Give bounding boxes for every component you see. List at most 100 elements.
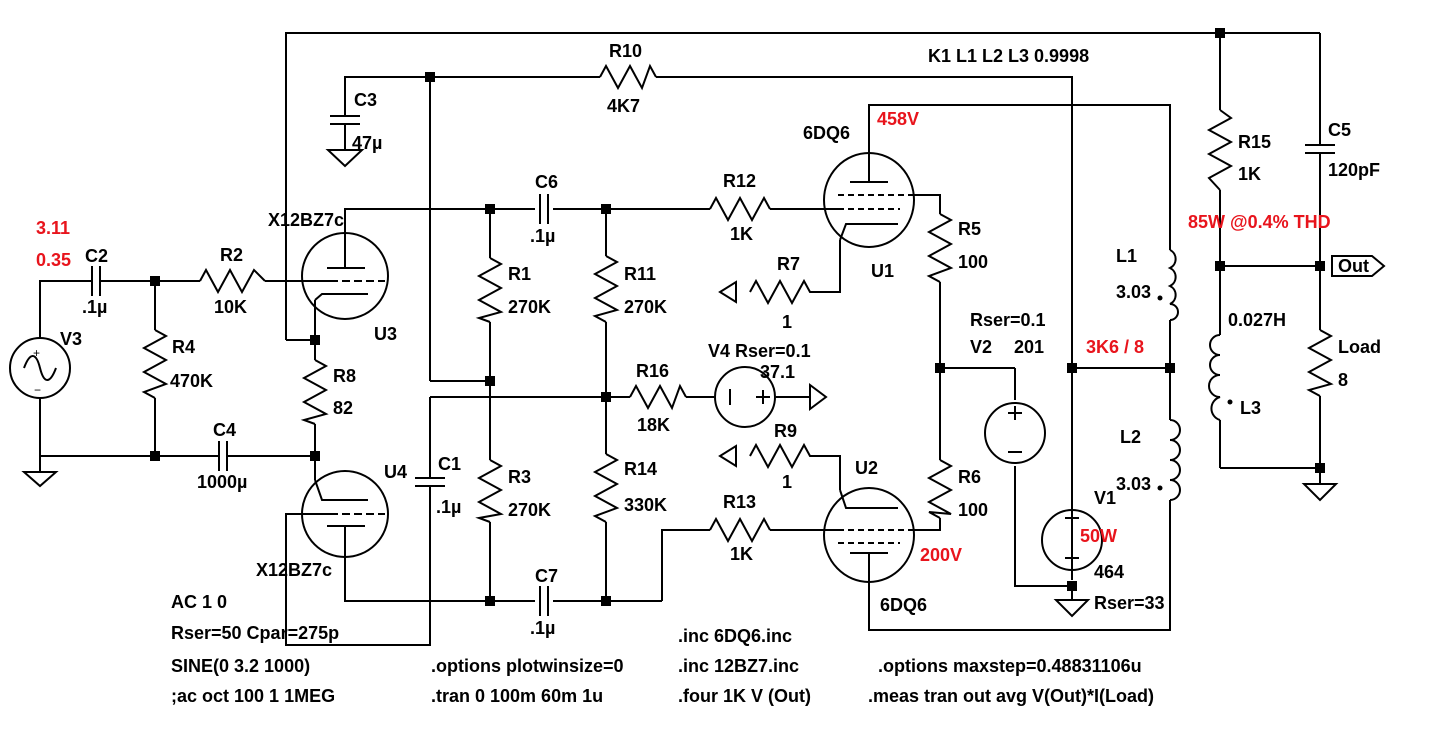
junction-dot — [1165, 363, 1175, 373]
phase-dot — [1227, 399, 1233, 405]
junction-dots — [150, 28, 1325, 606]
r13-label: R13 — [723, 492, 756, 512]
inductor-l1[interactable] — [1167, 249, 1179, 321]
phase-dot — [1157, 485, 1163, 491]
junction-dot — [150, 451, 160, 461]
directive-inc-12bz7: .inc 12BZ7.inc — [678, 656, 799, 676]
capacitor-c2[interactable] — [82, 266, 110, 296]
capacitor-c4[interactable] — [214, 441, 232, 471]
junction-dot — [485, 376, 495, 386]
resistor-r15[interactable] — [1206, 109, 1234, 191]
c5-label: C5 — [1328, 120, 1351, 140]
voltage-source-v1[interactable] — [1041, 509, 1103, 571]
c2-label: C2 — [85, 246, 108, 266]
resistor-r5[interactable] — [926, 213, 954, 283]
v2-rser: Rser=0.1 — [970, 310, 1046, 330]
directive-plotwinsize: .options plotwinsize=0 — [431, 656, 624, 676]
r12-value: 1K — [730, 224, 753, 244]
r14-value: 330K — [624, 495, 667, 515]
r4-label: R4 — [172, 337, 195, 357]
voltage-source-v2[interactable] — [984, 402, 1046, 464]
capacitor-c3[interactable] — [330, 100, 360, 150]
resistor-r2[interactable] — [199, 267, 266, 295]
v2-value: 201 — [1014, 337, 1044, 357]
phase-dot — [1157, 295, 1163, 301]
r5-label: R5 — [958, 219, 981, 239]
l3-label: L3 — [1240, 398, 1261, 418]
v1-rser: Rser=33 — [1094, 593, 1165, 613]
c6-value: .1µ — [530, 226, 555, 246]
tube-u4[interactable] — [301, 470, 389, 558]
v1-value: 464 — [1094, 562, 1124, 582]
resistor-r11[interactable] — [592, 255, 620, 323]
u3-tube-type: X12BZ7c — [268, 210, 344, 230]
r14-label: R14 — [624, 459, 657, 479]
ground-icon — [21, 471, 59, 488]
c5-value: 120pF — [1328, 160, 1380, 180]
wires — [39, 32, 1321, 646]
directive-sine: SINE(0 3.2 1000) — [171, 656, 310, 676]
capacitor-c5[interactable] — [1305, 140, 1335, 160]
u2-tube-type: 6DQ6 — [880, 595, 927, 615]
tube-u2[interactable] — [823, 487, 915, 583]
v4-label: V4 Rser=0.1 — [708, 341, 811, 361]
red-annotations: 3.11 0.35 458V 200V 50W 85W @0.4% THD 3K… — [36, 109, 1331, 565]
voltage-source-v4[interactable] — [714, 366, 776, 428]
v4-value: 37.1 — [760, 362, 795, 382]
resistor-r16[interactable] — [629, 383, 687, 411]
resistor-load[interactable] — [1306, 329, 1334, 397]
load-value: 8 — [1338, 370, 1348, 390]
tube-u3[interactable] — [301, 232, 389, 320]
sine-source-v3[interactable] — [9, 337, 71, 399]
c1-value: .1µ — [436, 497, 461, 517]
capacitor-c7[interactable] — [539, 586, 549, 616]
l1-label: L1 — [1116, 246, 1137, 266]
u4-tube-type: X12BZ7c — [256, 560, 332, 580]
resistor-r1[interactable] — [475, 257, 504, 323]
resistor-r9[interactable] — [749, 442, 820, 470]
l2-label: L2 — [1120, 427, 1141, 447]
l1-value: 3.03 — [1116, 282, 1151, 302]
resistor-r14[interactable] — [592, 453, 620, 523]
c2-value: .1µ — [82, 297, 107, 317]
directive-rser-cpar: Rser=50 Cpar=275p — [171, 623, 339, 643]
spice-directives: AC 1 0 Rser=50 Cpar=275p SINE(0 3.2 1000… — [171, 592, 1154, 706]
capacitor-c6[interactable] — [539, 194, 549, 224]
inductor-l2[interactable] — [1169, 419, 1181, 501]
directive-four: .four 1K V (Out) — [678, 686, 811, 706]
directive-meas: .meas tran out avg V(Out)*I(Load) — [868, 686, 1154, 706]
capacitor-c1[interactable] — [415, 474, 445, 492]
u1-label: U1 — [871, 261, 894, 281]
coupling-directive: K1 L1 L2 L3 0.9998 — [928, 46, 1089, 66]
resistor-r10[interactable] — [599, 63, 657, 91]
plate-voltage-top: 458V — [877, 109, 919, 129]
u4-label: U4 — [384, 462, 407, 482]
directive-inc-6dq6: .inc 6DQ6.inc — [678, 626, 792, 646]
r12-label: R12 — [723, 171, 756, 191]
r3-value: 270K — [508, 500, 551, 520]
junction-dot — [310, 451, 320, 461]
r6-label: R6 — [958, 467, 981, 487]
c1-label: C1 — [438, 454, 461, 474]
inductor-l3[interactable] — [1208, 334, 1221, 421]
resistor-r12[interactable] — [709, 195, 771, 223]
junction-dot — [150, 276, 160, 286]
r16-label: R16 — [636, 361, 669, 381]
r5-value: 100 — [958, 252, 988, 272]
resistor-r3[interactable] — [475, 459, 504, 523]
c3-label: C3 — [354, 90, 377, 110]
r11-value: 270K — [624, 297, 667, 317]
power-output: 85W @0.4% THD — [1188, 212, 1331, 232]
junction-dot — [1315, 261, 1325, 271]
v3-amplitude: 3.11 — [36, 218, 70, 238]
r8-label: R8 — [333, 366, 356, 386]
tube-u1[interactable] — [823, 152, 915, 248]
resistor-r7[interactable] — [749, 278, 820, 306]
resistor-r4[interactable] — [141, 329, 169, 399]
out-port[interactable] — [1331, 255, 1386, 277]
junction-dot — [1067, 363, 1077, 373]
resistor-r8[interactable] — [300, 359, 329, 425]
u2-label: U2 — [855, 458, 878, 478]
resistor-r6[interactable] — [926, 459, 954, 519]
resistor-r13[interactable] — [709, 516, 771, 544]
